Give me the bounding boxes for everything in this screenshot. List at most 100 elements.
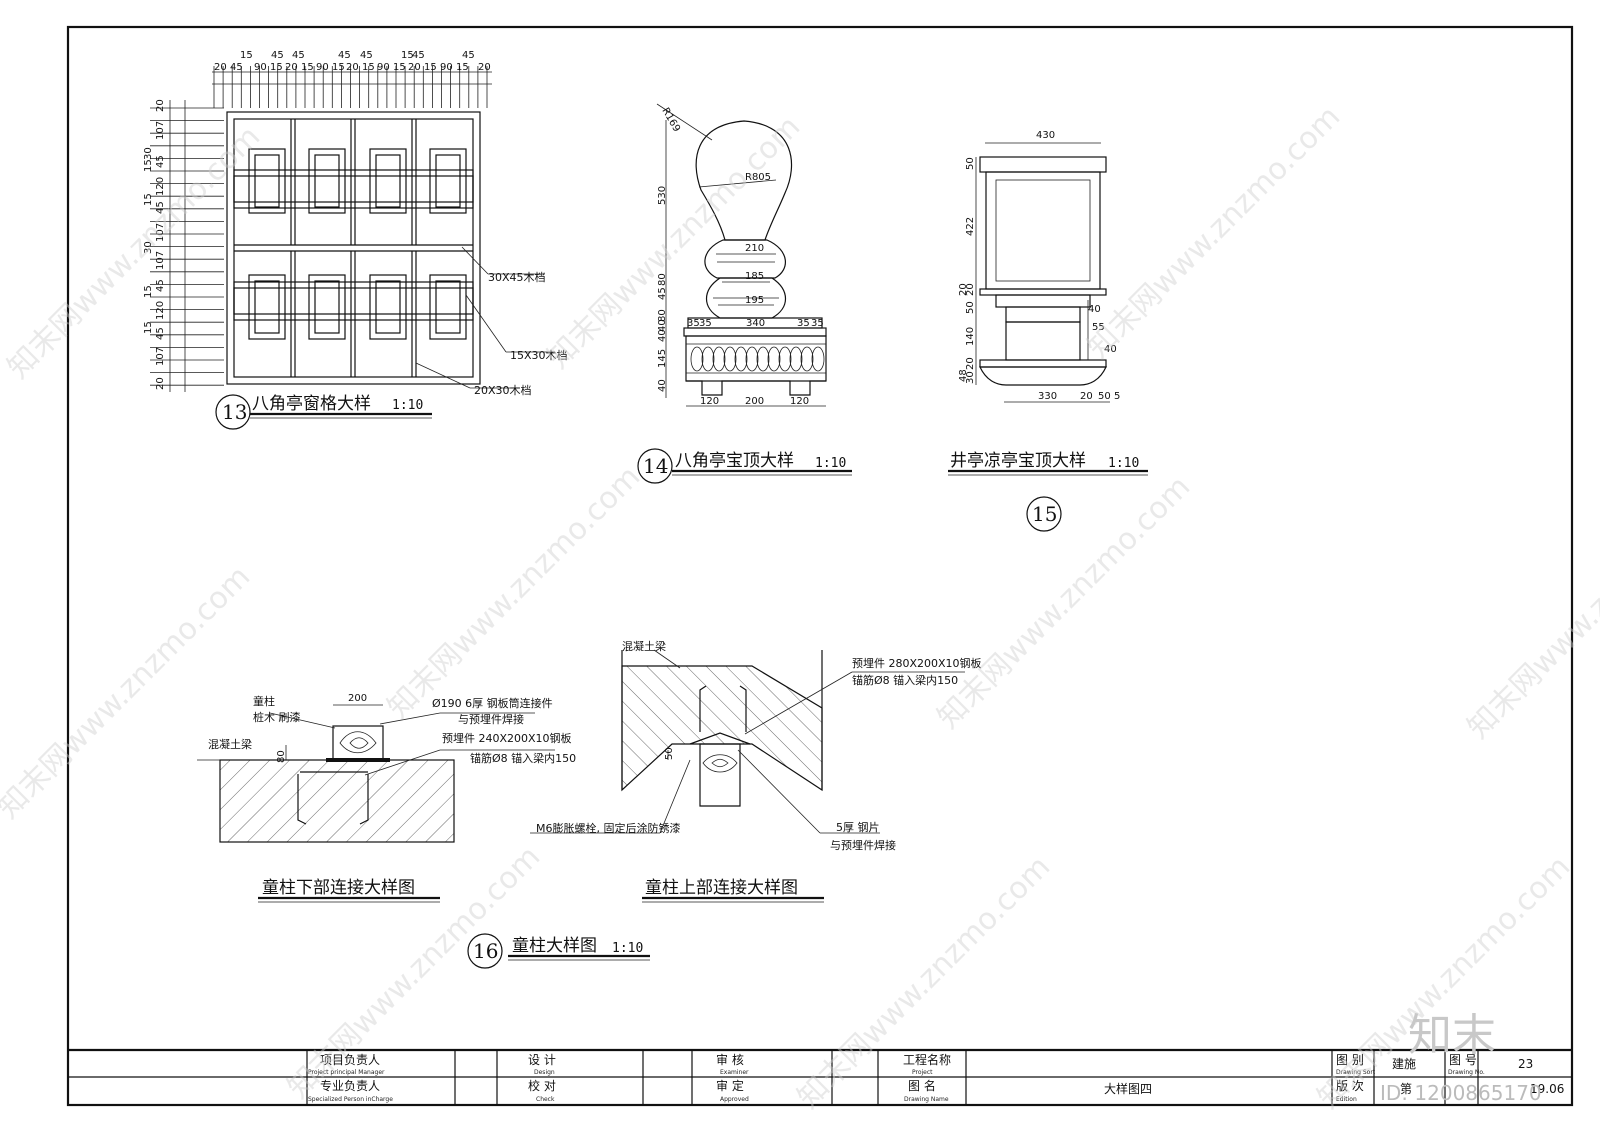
svg-text:锚筋Ø8 锚入梁内150: 锚筋Ø8 锚入梁内150 [852,673,958,687]
svg-text:Project: Project [912,1069,933,1076]
dim-16-200: 200 [348,693,367,704]
svg-text:与预埋件焊接: 与预埋件焊接 [458,712,524,726]
svg-text:Drawing Sort: Drawing Sort [1336,1069,1376,1076]
dim-13-c: 45 [292,50,305,61]
detail-15-number: 15 [1032,502,1057,526]
svg-text:工程名称: 工程名称 [903,1052,951,1067]
detail-16-lower-caption: 童柱下部连接大样图 [262,878,415,898]
label-20x30: 20X30木档 [474,383,532,397]
svg-text:120: 120 [790,396,809,407]
svg-text:15: 15 [143,193,154,206]
watermark-logo: 知末 [1408,1010,1496,1061]
svg-text:50: 50 [1098,391,1111,402]
svg-text:Drawing No.: Drawing No. [1448,1069,1485,1076]
detail-13-dims: 15 45 45 45 45 15 45 45 20 45 90 15 20 1… [214,50,491,73]
svg-text:107: 107 [155,121,166,140]
svg-text:知末网www.znzmo.com: 知末网www.znzmo.com [1461,479,1600,745]
svg-text:48: 48 [958,369,969,382]
detail-16-title: 童柱大样图 [512,936,597,956]
detail-16-lower [197,704,555,843]
carved-oval [712,346,726,372]
dim-13-r2-12: 20 [408,62,421,73]
detail-13-top-ticks [213,66,488,108]
sheet-border [66,25,1574,1107]
svg-text:20: 20 [965,283,976,296]
dim-14-195: 195 [745,295,764,306]
svg-text:设 计: 设 计 [528,1053,556,1067]
title-block [68,1048,1572,1105]
dim-13-r2-8: 20 [346,62,359,73]
svg-text:知末网www.znzmo.com: 知末网www.znzmo.com [1081,99,1347,365]
svg-text:图 名: 图 名 [908,1078,936,1093]
dim-13-r2-3: 15 [270,62,283,73]
detail-16-upper-caption: 童柱上部连接大样图 [645,878,798,898]
carved-oval [690,346,704,372]
svg-text:422: 422 [965,217,976,236]
detail-14-left-dims: 530 80 45 80 40 40 145 40 [657,186,668,392]
svg-text:审 核: 审 核 [716,1052,744,1067]
dim-14-r169: R169 [659,106,682,134]
svg-text:项目负责人: 项目负责人 [320,1053,380,1067]
dim-13-r2-2: 90 [254,62,267,73]
svg-text:与预埋件焊接: 与预埋件焊接 [830,838,896,852]
drawing-name-value: 大样图四 [1104,1081,1152,1096]
svg-text:45: 45 [155,155,166,168]
dim-13-b: 45 [271,50,284,61]
detail-13-left-dims: 20 107 30 45 15 120 15 45 107 30 107 45 … [143,99,166,390]
carved-oval [701,346,715,372]
svg-text:340: 340 [746,318,765,329]
svg-text:审 定: 审 定 [716,1078,744,1093]
svg-text:M6膨胀螺栓, 固定后涂防锈漆: M6膨胀螺栓, 固定后涂防锈漆 [536,821,680,835]
svg-text:Check: Check [536,1096,555,1103]
carved-oval [778,346,792,372]
detail-15-top [975,142,1110,403]
svg-text:5: 5 [1114,391,1120,402]
dim-13-r2-0: 20 [214,62,227,73]
svg-text:35: 35 [699,318,712,329]
svg-text:120: 120 [155,177,166,196]
carved-oval [756,346,770,372]
svg-text:45: 45 [155,327,166,340]
detail-15-title: 井亭凉亭宝顶大样 [950,451,1086,471]
svg-text:40: 40 [1088,304,1101,315]
detail-15-scale: 1:10 [1108,456,1139,471]
svg-text:15: 15 [143,321,154,334]
svg-text:40: 40 [657,379,668,392]
svg-text:建施: 建施 [1392,1057,1416,1071]
svg-text:Specialized Person inCharge: Specialized Person inCharge [308,1096,393,1103]
dim-13-d: 45 [338,50,351,61]
dim-13-r2-10: 90 [377,62,390,73]
carved-oval [745,346,759,372]
svg-text:35: 35 [687,318,700,329]
carved-oval [800,346,814,372]
svg-text:知末网www.znzmo.com: 知末网www.znzmo.com [1311,849,1577,1115]
label-zhumu: 桩木 刷漆 [253,710,301,724]
svg-text:50: 50 [664,747,675,760]
svg-text:107: 107 [155,251,166,270]
svg-text:锚筋Ø8 锚入梁内150: 锚筋Ø8 锚入梁内150 [470,751,576,765]
detail-16-scale: 1:10 [612,941,643,956]
svg-text:Design: Design [534,1069,555,1076]
detail-14-scale: 1:10 [815,456,846,471]
carved-oval [723,346,737,372]
dim-13-r2-15: 15 [456,62,469,73]
svg-text:知末网www.znzmo.com: 知末网www.znzmo.com [0,559,257,825]
dim-13-r2-1: 45 [230,62,243,73]
dim-15-430: 430 [1036,130,1055,141]
detail-14-title: 八角亭宝顶大样 [675,451,794,471]
dim-13-r2-5: 15 [301,62,314,73]
dim-13-r2-13: 15 [424,62,437,73]
label-15x30: 15X30木档 [510,348,568,362]
svg-text:107: 107 [155,223,166,242]
svg-text:Ø190 6厚 钢板筒连接件: Ø190 6厚 钢板筒连接件 [432,696,553,710]
dim-13-r2-14: 90 [440,62,453,73]
carved-oval [789,346,803,372]
detail-13-title: 八角亭窗格大样 [252,394,371,414]
svg-text:35: 35 [811,318,824,329]
svg-text:120: 120 [700,396,719,407]
svg-text:Edition: Edition [1336,1096,1357,1103]
svg-text:第: 第 [1400,1082,1412,1096]
svg-text:Approved: Approved [720,1096,749,1103]
watermark-id: ID: 1200865170 [1380,1081,1542,1105]
svg-text:80: 80 [657,273,668,286]
